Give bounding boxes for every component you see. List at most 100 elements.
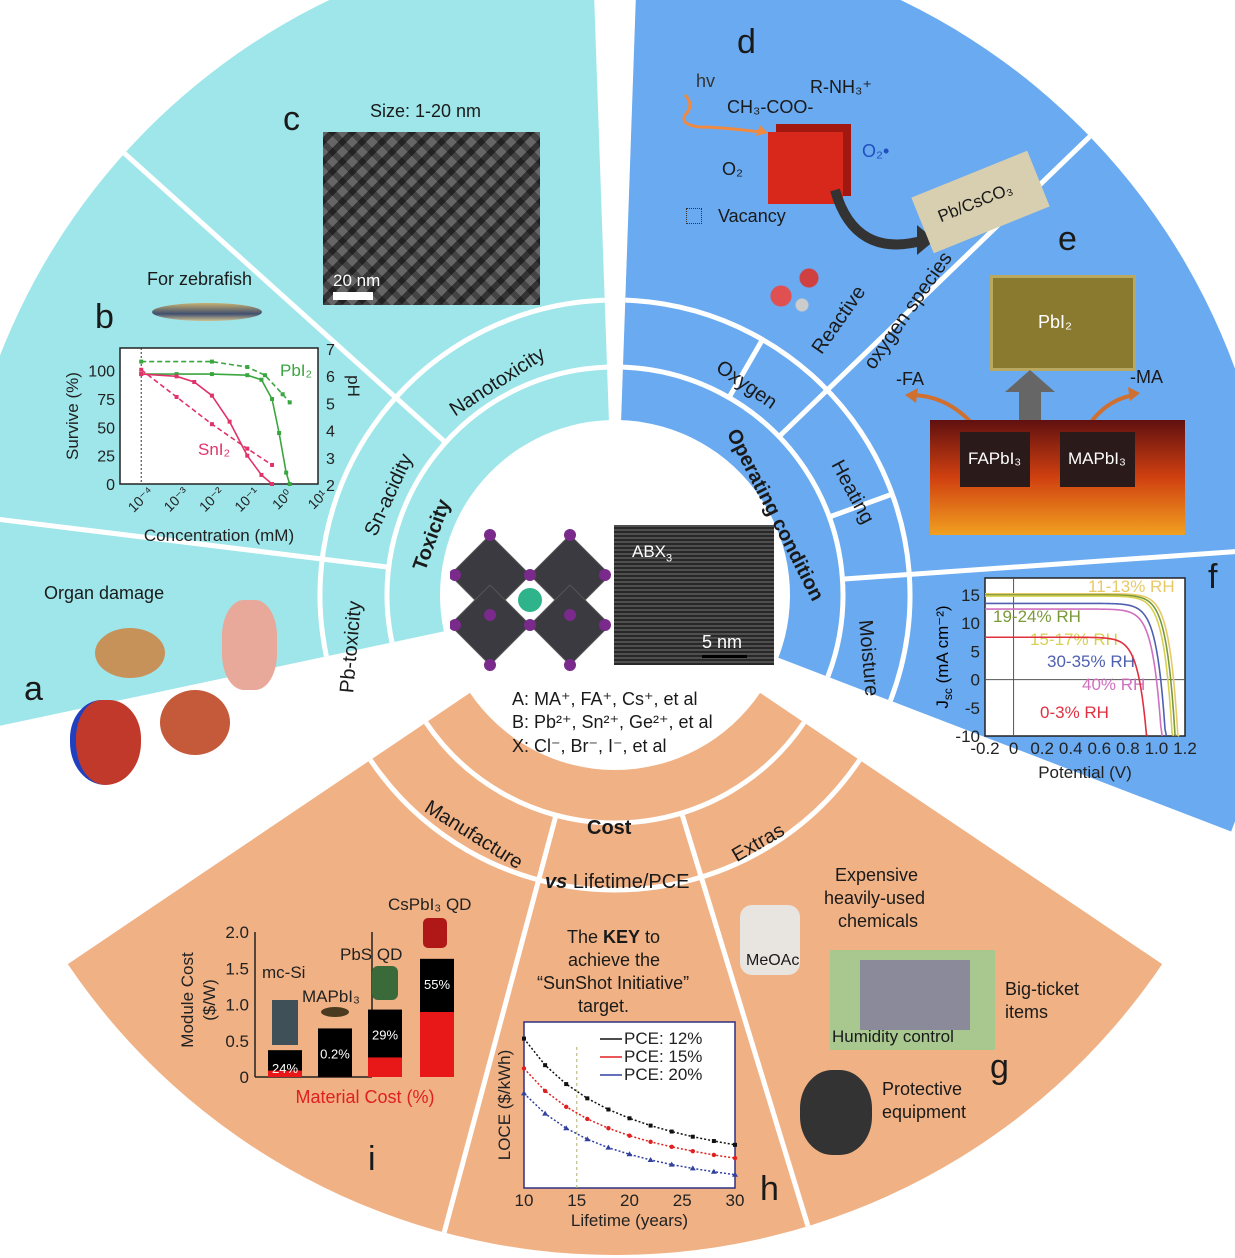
- data-point: [270, 462, 275, 467]
- pbi2-photo: PbI₂: [990, 275, 1136, 371]
- legend-label: 19-24% RH: [993, 607, 1081, 626]
- data-point: [564, 1104, 569, 1110]
- a-site-text: A: MA⁺, FA⁺, Cs⁺, et al: [512, 689, 698, 709]
- data-point: [245, 365, 250, 370]
- hv-label: hv: [696, 71, 716, 91]
- chem-label-3: chemicals: [838, 911, 919, 931]
- y-tick-label: 0: [240, 1068, 249, 1087]
- data-point: [245, 446, 250, 451]
- legend-pbi2: PbI₂: [280, 361, 312, 380]
- protective-label: Protective: [882, 1079, 963, 1099]
- data-point: [521, 1090, 527, 1096]
- y2-tick-label: 5: [326, 396, 335, 413]
- vacancy-icon: [686, 208, 702, 224]
- data-point: [259, 377, 264, 382]
- fire-image: FAPbI₃ MAPbI₃: [930, 420, 1185, 535]
- data-point: [606, 1107, 611, 1112]
- ring-divider: [423, 721, 807, 826]
- cspbi3-qd-icon: [423, 918, 447, 948]
- panel-divider: [679, 812, 811, 1227]
- x-axis-label: Concentration (mM): [144, 526, 294, 545]
- data-point: [669, 1144, 674, 1150]
- zebrafish-title: For zebrafish: [147, 269, 253, 289]
- data-point: [287, 482, 292, 486]
- y2-tick-label: 7: [326, 342, 335, 359]
- abx3-label: ABX3: [632, 542, 673, 565]
- data-point: [270, 482, 275, 486]
- data-point: [711, 1139, 716, 1144]
- panel-divider: [441, 814, 559, 1234]
- mapbi3-icon: [321, 1007, 349, 1017]
- bigticket-label: Big-ticket: [1005, 979, 1080, 999]
- y-tick-label: 2.0: [225, 923, 249, 942]
- data-point: [563, 1125, 570, 1131]
- x-tick-label: 0.6: [1087, 739, 1111, 758]
- y-tick-label: -10: [955, 727, 980, 746]
- x-tick-label: 1.0: [1145, 739, 1169, 758]
- panel-letter-a: a: [24, 670, 43, 708]
- data-point: [262, 373, 267, 378]
- data-point: [732, 1171, 738, 1177]
- ma-label: -MA: [1130, 367, 1163, 387]
- y-tick-label: 0: [106, 477, 115, 494]
- data-point: [174, 394, 179, 399]
- x-axis-label: Potential (V): [1038, 763, 1132, 782]
- gas-mask-icon: [800, 1070, 872, 1155]
- chem-label-2: heavily-used: [824, 888, 926, 908]
- x-tick-label: 15: [567, 1191, 586, 1210]
- fa-label: -FA: [896, 369, 925, 389]
- x-tick-label: 20: [620, 1191, 639, 1210]
- kidney-icon: [160, 690, 230, 755]
- data-point: [522, 1036, 526, 1041]
- y-tick-label: 75: [97, 392, 115, 409]
- vacancy-label: Vacancy: [718, 206, 786, 226]
- jv-curve: [985, 594, 1178, 737]
- data-point: [733, 1142, 737, 1147]
- series-line: [523, 1038, 736, 1146]
- plot-area: [523, 1021, 736, 1189]
- panel-divider: [726, 338, 765, 399]
- data-point: [711, 1152, 717, 1158]
- key-text: The KEY to: [567, 927, 661, 947]
- data-point: [521, 1066, 527, 1071]
- category-label: mc-Si: [262, 963, 305, 982]
- panel-divider: [842, 549, 1235, 582]
- o2-label: O₂: [722, 159, 743, 179]
- panel-divider: [828, 491, 894, 520]
- y-tick-label: 1.0: [225, 996, 249, 1015]
- x-tick-label: 0.2: [1030, 739, 1054, 758]
- bar-material: [420, 1012, 454, 1077]
- panel-divider: [122, 151, 448, 445]
- y-tick-label: 0: [971, 671, 980, 690]
- x-tick-label: -0.2: [970, 739, 999, 758]
- y-axis-unit: (mA cm⁻²): [933, 605, 952, 688]
- sub-lifetime-pce: vs Lifetime/PCE: [545, 872, 690, 892]
- data-point: [287, 400, 292, 405]
- ros-molecules-icon: [760, 260, 830, 320]
- reaction-arrow-icon: [830, 188, 935, 255]
- data-point: [227, 419, 232, 424]
- bar-percent-label: 29%: [372, 1028, 398, 1043]
- panel-letter-h: h: [760, 1170, 779, 1208]
- fapbi3-label: FAPbI₃: [960, 432, 1030, 487]
- data-point: [668, 1161, 675, 1167]
- mapbi3-label: MAPbI₃: [1060, 432, 1135, 487]
- y-tick-label: 0.5: [225, 1032, 249, 1051]
- ring-divider: [622, 364, 846, 678]
- y-tick-label: 50: [97, 420, 115, 437]
- data-point: [648, 1123, 653, 1128]
- size-title: Size: 1-20 nm: [370, 101, 482, 121]
- pbi2-label: PbI₂: [1038, 312, 1073, 332]
- vs-label: vs: [545, 871, 568, 893]
- category-label: CsPbI₃ QD: [388, 895, 471, 914]
- data-point: [606, 1126, 611, 1131]
- panel-letter-c: c: [283, 100, 300, 138]
- sector-cost: [67, 692, 1163, 1255]
- series-line: [523, 1067, 736, 1159]
- y2-tick-label: 2: [326, 478, 335, 495]
- y-axis-sub: sc: [941, 688, 955, 700]
- ring-divider: [625, 297, 913, 702]
- data-point: [259, 472, 264, 477]
- data-point: [690, 1134, 695, 1139]
